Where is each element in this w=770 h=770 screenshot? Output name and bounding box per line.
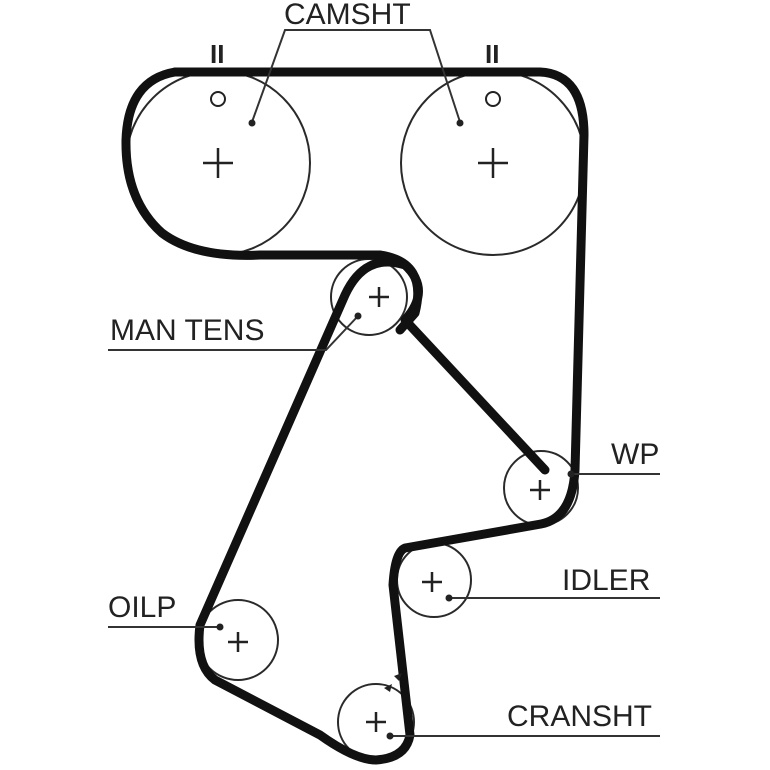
oilp-label: OILP: [108, 591, 176, 624]
camshaft-left-timing-circle-icon: [210, 91, 226, 107]
idler-pulley: [396, 542, 472, 618]
man-tens-center-icon: [369, 287, 389, 307]
camshaft-right-pointer-dot: [456, 119, 464, 127]
timing-mark-left: II: [210, 39, 224, 69]
wp-pointer-dot: [567, 470, 575, 478]
camshaft-right-timing-circle-icon: [485, 91, 501, 107]
cranksht-pointer-dot: [386, 732, 394, 740]
oilp-center-icon: [228, 632, 248, 652]
camshaft-right-center-icon: [478, 148, 508, 178]
crank-arrow-mark-icon: [384, 684, 392, 692]
wp-label: WP: [611, 438, 659, 471]
idler-label: IDLER: [562, 564, 650, 597]
man-tens-label: MAN TENS: [110, 314, 264, 347]
camshaft-label: CAMSHT: [284, 0, 411, 31]
idler-center-icon: [422, 572, 442, 592]
camshaft-left-pointer-dot: [248, 119, 256, 127]
idler-pointer-dot: [445, 594, 453, 602]
cranksht-center-icon: [366, 712, 386, 732]
crank-arrow-mark-2-icon: [394, 673, 402, 681]
timing-belt-upper-left: [121, 67, 423, 335]
man-tens-pointer-dot: [354, 312, 362, 320]
camshaft-left-center-icon: [203, 148, 233, 178]
camshaft-leader: [251, 29, 461, 123]
timing-mark-right: II: [485, 39, 499, 69]
wp-center-icon: [530, 480, 550, 500]
man-tens-leader: [108, 315, 359, 351]
timing-belt: [170, 67, 589, 765]
oilp-pointer-dot: [216, 623, 224, 631]
cranksht-label: CRANSHT: [507, 700, 652, 733]
